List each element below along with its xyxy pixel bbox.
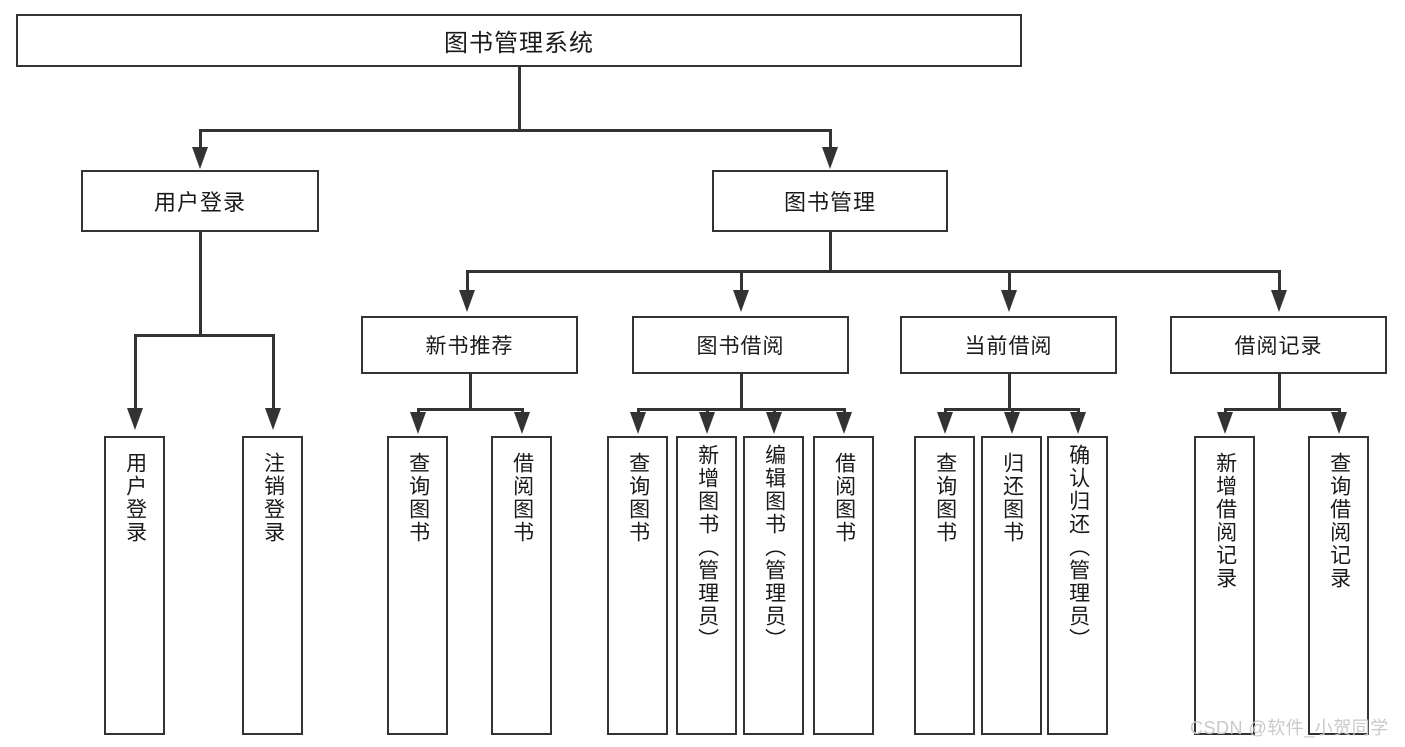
leaf-query-book-current[interactable]: 查询图书 bbox=[914, 436, 975, 735]
arrow-to-leaf-logout bbox=[265, 408, 281, 430]
node-user-login[interactable]: 用户登录 bbox=[81, 170, 319, 232]
leaf-confirm-return-admin[interactable]: 确认归还（管理员） bbox=[1047, 436, 1108, 735]
leaf-logout[interactable]: 注销登录 bbox=[242, 436, 303, 735]
node-current-borrow[interactable]: 当前借阅 bbox=[900, 316, 1117, 374]
node-label: 借阅记录 bbox=[1234, 335, 1323, 358]
csdn-watermark: CSDN @软件_小贺同学 bbox=[1190, 718, 1389, 738]
connector-user-login-drop-2 bbox=[272, 334, 275, 410]
arrow-to-borrow-record bbox=[1271, 290, 1287, 312]
arrow-to-leaf-query-book-1 bbox=[410, 412, 426, 434]
node-book-borrow[interactable]: 图书借阅 bbox=[632, 316, 849, 374]
arrow-to-leaf-query-record bbox=[1331, 412, 1347, 434]
node-label: 新书推荐 bbox=[425, 335, 514, 358]
node-book-management[interactable]: 图书管理 bbox=[712, 170, 948, 232]
node-label: 借阅图书 bbox=[510, 452, 534, 544]
node-label: 图书借阅 bbox=[696, 335, 785, 358]
arrow-to-leaf-edit-book bbox=[766, 412, 782, 434]
node-label: 用户登录 bbox=[153, 190, 246, 215]
leaf-query-borrow-record[interactable]: 查询借阅记录 bbox=[1308, 436, 1369, 735]
connector-book-manage-stem bbox=[829, 232, 832, 272]
node-label: 借阅图书 bbox=[832, 452, 856, 544]
arrow-to-leaf-return-book bbox=[1004, 412, 1020, 434]
node-label: 图书管理系统 bbox=[444, 30, 594, 57]
connector-level2-bar bbox=[466, 270, 1280, 273]
connector-borrow-record-bar bbox=[1224, 408, 1340, 411]
connector-level2-drop-3 bbox=[1008, 270, 1011, 292]
connector-user-login-drop-1 bbox=[134, 334, 137, 410]
node-label: 当前借阅 bbox=[964, 335, 1053, 358]
node-root-system[interactable]: 图书管理系统 bbox=[16, 14, 1022, 67]
leaf-add-book-admin[interactable]: 新增图书（管理员） bbox=[676, 436, 737, 735]
arrow-to-leaf-add-book bbox=[699, 412, 715, 434]
arrow-to-user-login bbox=[192, 147, 208, 169]
arrow-to-book-manage bbox=[822, 147, 838, 169]
leaf-query-book-recommend[interactable]: 查询图书 bbox=[387, 436, 448, 735]
node-label: 新增借阅记录 bbox=[1213, 452, 1237, 590]
leaf-user-login[interactable]: 用户登录 bbox=[104, 436, 165, 735]
leaf-return-book[interactable]: 归还图书 bbox=[981, 436, 1042, 735]
node-label: 查询图书 bbox=[406, 452, 430, 544]
node-label: 查询图书 bbox=[626, 452, 650, 544]
connector-root-stem bbox=[518, 67, 521, 129]
leaf-borrow-book-recommend[interactable]: 借阅图书 bbox=[491, 436, 552, 735]
arrow-to-leaf-query-book-3 bbox=[937, 412, 953, 434]
connector-new-book-bar bbox=[417, 408, 523, 411]
node-new-book-recommend[interactable]: 新书推荐 bbox=[361, 316, 578, 374]
leaf-query-book-borrow[interactable]: 查询图书 bbox=[607, 436, 668, 735]
node-label: 注销登录 bbox=[261, 452, 285, 544]
node-label: 查询借阅记录 bbox=[1327, 452, 1351, 590]
arrow-to-current-borrow bbox=[1001, 290, 1017, 312]
node-label: 编辑图书（管理员） bbox=[762, 444, 786, 651]
arrow-to-leaf-borrow-book-2 bbox=[836, 412, 852, 434]
leaf-borrow-book[interactable]: 借阅图书 bbox=[813, 436, 874, 735]
arrow-to-leaf-query-book-2 bbox=[630, 412, 646, 434]
connector-user-login-stem bbox=[199, 232, 202, 336]
arrow-to-leaf-add-record bbox=[1217, 412, 1233, 434]
connector-book-borrow-stem bbox=[740, 374, 743, 410]
leaf-add-borrow-record[interactable]: 新增借阅记录 bbox=[1194, 436, 1255, 735]
arrow-to-leaf-user-login bbox=[127, 408, 143, 430]
node-label: 查询图书 bbox=[933, 452, 957, 544]
connector-level2-drop-2 bbox=[740, 270, 743, 292]
connector-new-book-stem bbox=[469, 374, 472, 410]
node-label: 归还图书 bbox=[1000, 452, 1024, 544]
connector-level2-drop-4 bbox=[1278, 270, 1281, 292]
arrow-to-book-borrow bbox=[733, 290, 749, 312]
connector-level1-drop-right bbox=[829, 129, 832, 149]
node-label: 新增图书（管理员） bbox=[695, 444, 719, 651]
leaf-edit-book-admin[interactable]: 编辑图书（管理员） bbox=[743, 436, 804, 735]
connector-book-borrow-bar bbox=[637, 408, 845, 411]
arrow-to-leaf-confirm-return bbox=[1070, 412, 1086, 434]
connector-level1-bar bbox=[199, 129, 831, 132]
arrow-to-new-book bbox=[459, 290, 475, 312]
connector-current-borrow-stem bbox=[1008, 374, 1011, 410]
connector-user-login-bar bbox=[134, 334, 274, 337]
connector-level2-drop-1 bbox=[466, 270, 469, 292]
node-label: 用户登录 bbox=[123, 452, 147, 544]
node-label: 确认归还（管理员） bbox=[1066, 444, 1090, 651]
connector-level1-drop-left bbox=[199, 129, 202, 149]
node-label: 图书管理 bbox=[783, 190, 876, 215]
connector-borrow-record-stem bbox=[1278, 374, 1281, 410]
node-borrow-record[interactable]: 借阅记录 bbox=[1170, 316, 1387, 374]
arrow-to-leaf-borrow-book-1 bbox=[514, 412, 530, 434]
